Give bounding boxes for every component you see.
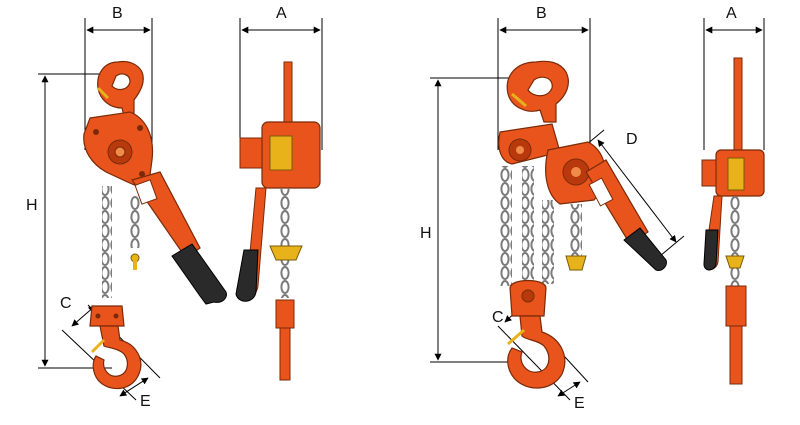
right-label-b: B (536, 5, 547, 22)
right-hoist-side-view (701, 18, 765, 385)
left-bottom-block (89, 305, 125, 327)
right-bottom-hook (507, 315, 566, 389)
left-label-c: C (60, 295, 72, 312)
right-side-grip (703, 229, 719, 271)
right-dimension-h (430, 77, 520, 363)
right-load-chain-2 (522, 166, 534, 286)
left-label-e: E (140, 393, 151, 410)
right-lever-grip (623, 227, 667, 271)
left-hoist-front-view (38, 18, 227, 401)
left-side-grip (235, 249, 259, 302)
left-hand-chain (130, 196, 140, 248)
left-top-hook (97, 60, 144, 117)
right-label-d: D (626, 131, 638, 148)
right-top-hook (506, 60, 569, 123)
right-label-e: E (574, 395, 585, 412)
left-bottom-hook (92, 325, 142, 390)
left-label-h: H (26, 197, 38, 214)
right-dimension-a (703, 18, 765, 150)
right-label-c: C (492, 309, 504, 326)
right-dimension-e (557, 381, 581, 397)
left-lever-grip (171, 243, 227, 305)
right-hoist-front-view (430, 18, 685, 401)
right-load-chain-1 (500, 166, 512, 286)
left-dimension-b (84, 18, 153, 150)
left-load-chain (102, 186, 112, 298)
right-load-chain-3 (542, 200, 554, 284)
right-label-a: A (726, 5, 737, 22)
right-label-h: H (420, 225, 432, 242)
left-hoist-side-view (235, 18, 323, 381)
left-dimension-e (119, 377, 149, 397)
right-dimension-b (497, 18, 591, 150)
left-dimension-a (239, 18, 323, 150)
left-label-a: A (276, 5, 287, 22)
right-hand-chain (570, 204, 582, 256)
left-label-b: B (112, 5, 123, 22)
